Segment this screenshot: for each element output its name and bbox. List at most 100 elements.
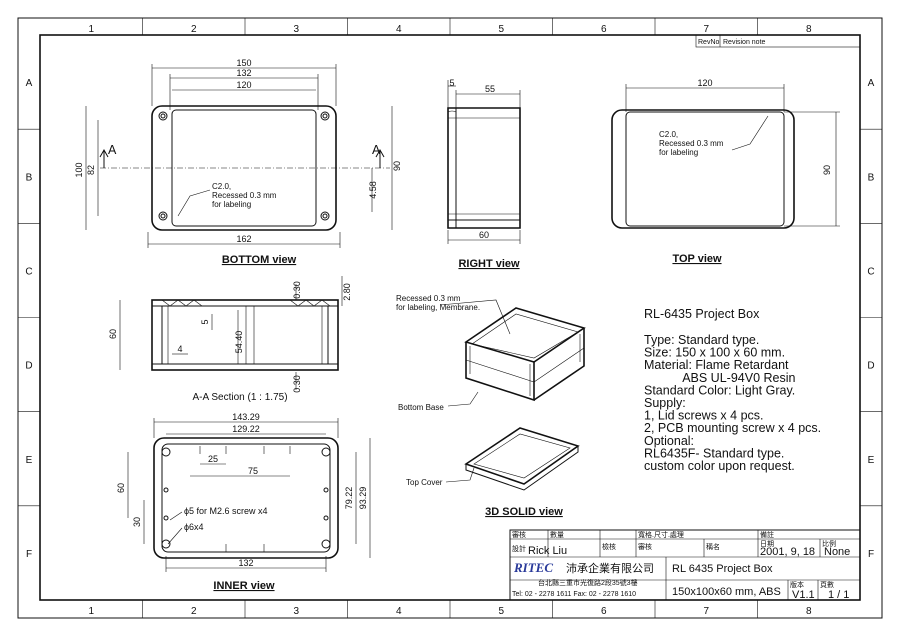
dim-section-4: 4: [177, 344, 182, 354]
dim-2-80: 2.80: [342, 283, 352, 301]
company-name: 沛承企業有限公司: [566, 561, 654, 575]
tb-part-desc: 150x100x60 mm, ABS: [672, 586, 781, 598]
grid-col-label: 5: [498, 606, 504, 617]
section-mark-left: A: [108, 143, 117, 157]
screw-note: ϕ5 for M2.6 screw x4: [184, 506, 268, 516]
spec-line: 1, Lid screws x 4 pcs.: [644, 409, 764, 423]
dim-120-top: 120: [697, 78, 712, 88]
dim-0-30-bottom: 0.30: [292, 375, 302, 393]
top-note-2: Recessed 0.3 mm: [659, 139, 724, 148]
solid-view-label: 3D SOLID view: [485, 506, 563, 518]
grid-row-label: F: [868, 549, 874, 560]
tb-page-label: 頁數: [820, 580, 834, 589]
grid-row-label: A: [868, 78, 875, 89]
section-label: A-A Section (1 : 1.75): [192, 392, 287, 403]
dim-132: 132: [236, 68, 251, 78]
dim-60: 60: [479, 230, 489, 240]
bottom-view: [85, 64, 393, 248]
top-view-label: TOP view: [672, 253, 722, 265]
inner-view-label: INNER view: [213, 580, 275, 592]
company-logo: RITEC: [513, 560, 553, 575]
solid-view: [439, 299, 586, 491]
grid-col-label: 4: [396, 606, 402, 617]
dim-93-29: 93.29: [358, 487, 368, 510]
bottom-note-2: Recessed 0.3 mm: [212, 191, 277, 200]
title-block: [509, 529, 861, 601]
grid-col-label: 8: [806, 24, 812, 35]
dim-25: 25: [208, 454, 218, 464]
top-cover-label: Top Cover: [406, 478, 443, 487]
dim-4-58: 4.58: [368, 181, 378, 199]
revision-block: [695, 34, 861, 48]
grid-row-label: E: [868, 455, 875, 466]
dim-inner-30: 30: [132, 517, 142, 527]
spec-line: 2, PCB mounting screw x 4 pcs.: [644, 421, 821, 435]
grid-col-label: 6: [601, 24, 607, 35]
tb-check-label: 檢核: [602, 542, 616, 551]
grid-row-label: F: [26, 549, 32, 560]
dim-100: 100: [74, 162, 84, 177]
section-view: [119, 276, 343, 390]
dim-section-5: 5: [200, 319, 210, 324]
spec-title: RL-6435 Project Box: [644, 307, 760, 321]
dim-section-60: 60: [108, 329, 118, 339]
grid-col-label: 8: [806, 606, 812, 617]
spec-line: Type: Standard type.: [644, 333, 759, 347]
dim-90: 90: [392, 161, 402, 171]
grid-col-label: 7: [703, 606, 709, 617]
dim-5: 5: [449, 78, 454, 88]
rev-no-label: RevNo: [698, 39, 720, 46]
grid-col-label: 3: [293, 606, 299, 617]
inner-view: [127, 418, 371, 572]
tb-page: 1 / 1: [828, 589, 849, 601]
tb-part-name: RL 6435 Project Box: [672, 563, 773, 575]
tb-designer: Rick Liu: [528, 545, 567, 557]
spec-list: Type: Standard type.Size: 150 x 100 x 60…: [644, 333, 821, 473]
bottom-base-label: Bottom Base: [398, 403, 444, 412]
dim-0-30-top: 0.30: [292, 281, 302, 299]
tb-name-label: 稱名: [706, 542, 720, 551]
tb-version: V1.1: [792, 589, 815, 601]
grid-row-label: B: [868, 172, 875, 183]
dim-120: 120: [236, 80, 251, 90]
tb-approve2-label: 審核: [638, 542, 652, 551]
section-mark-right: A: [372, 143, 381, 157]
grid-col-label: 2: [191, 606, 197, 617]
spec-line: custom color upon request.: [644, 459, 795, 473]
spec-line: ABS UL-94V0 Resin: [644, 371, 796, 385]
dim-55: 55: [485, 84, 495, 94]
bottom-note-3: for labeling: [212, 200, 251, 209]
grid-col-label: 2: [191, 24, 197, 35]
grid-row-label: C: [867, 266, 874, 277]
dim-143-29: 143.29: [232, 412, 260, 422]
grid-row-label: D: [25, 361, 32, 372]
right-view: [447, 80, 521, 244]
tb-date-label: 日期: [760, 540, 774, 548]
hole-note: ϕ6x4: [184, 522, 204, 532]
spec-line: Material: Flame Retardant: [644, 358, 789, 372]
dim-75: 75: [248, 466, 258, 476]
grid-row-label: A: [26, 78, 33, 89]
company-phone: Tel: 02 - 2278 1611 Fax: 02 - 2278 1610: [512, 591, 636, 598]
grid-col-label: 4: [396, 24, 402, 35]
dim-54-40: 54.40: [234, 331, 244, 354]
company-address: 台北縣三重市光復路2段35號3樓: [538, 578, 638, 587]
right-view-label: RIGHT view: [458, 258, 520, 270]
tb-remark-label: 備註: [760, 530, 774, 539]
tb-scale-label: 比例: [822, 539, 836, 548]
tb-date: 2001, 9, 18: [760, 546, 815, 558]
top-note-3: for labeling: [659, 148, 698, 157]
dim-79-22: 79.22: [344, 487, 354, 510]
grid-col-label: 5: [498, 24, 504, 35]
grid-row-label: D: [867, 361, 874, 372]
grid-col-label: 7: [703, 24, 709, 35]
grid-col-label: 3: [293, 24, 299, 35]
solid-note-1: Recessed 0.3 mm: [396, 294, 461, 303]
tb-spec-label: 寬格.尺寸.處理: [638, 530, 684, 539]
grid-col-label: 6: [601, 606, 607, 617]
top-note-1: C2.0,: [659, 130, 678, 139]
tb-design-label: 設計: [512, 544, 526, 553]
